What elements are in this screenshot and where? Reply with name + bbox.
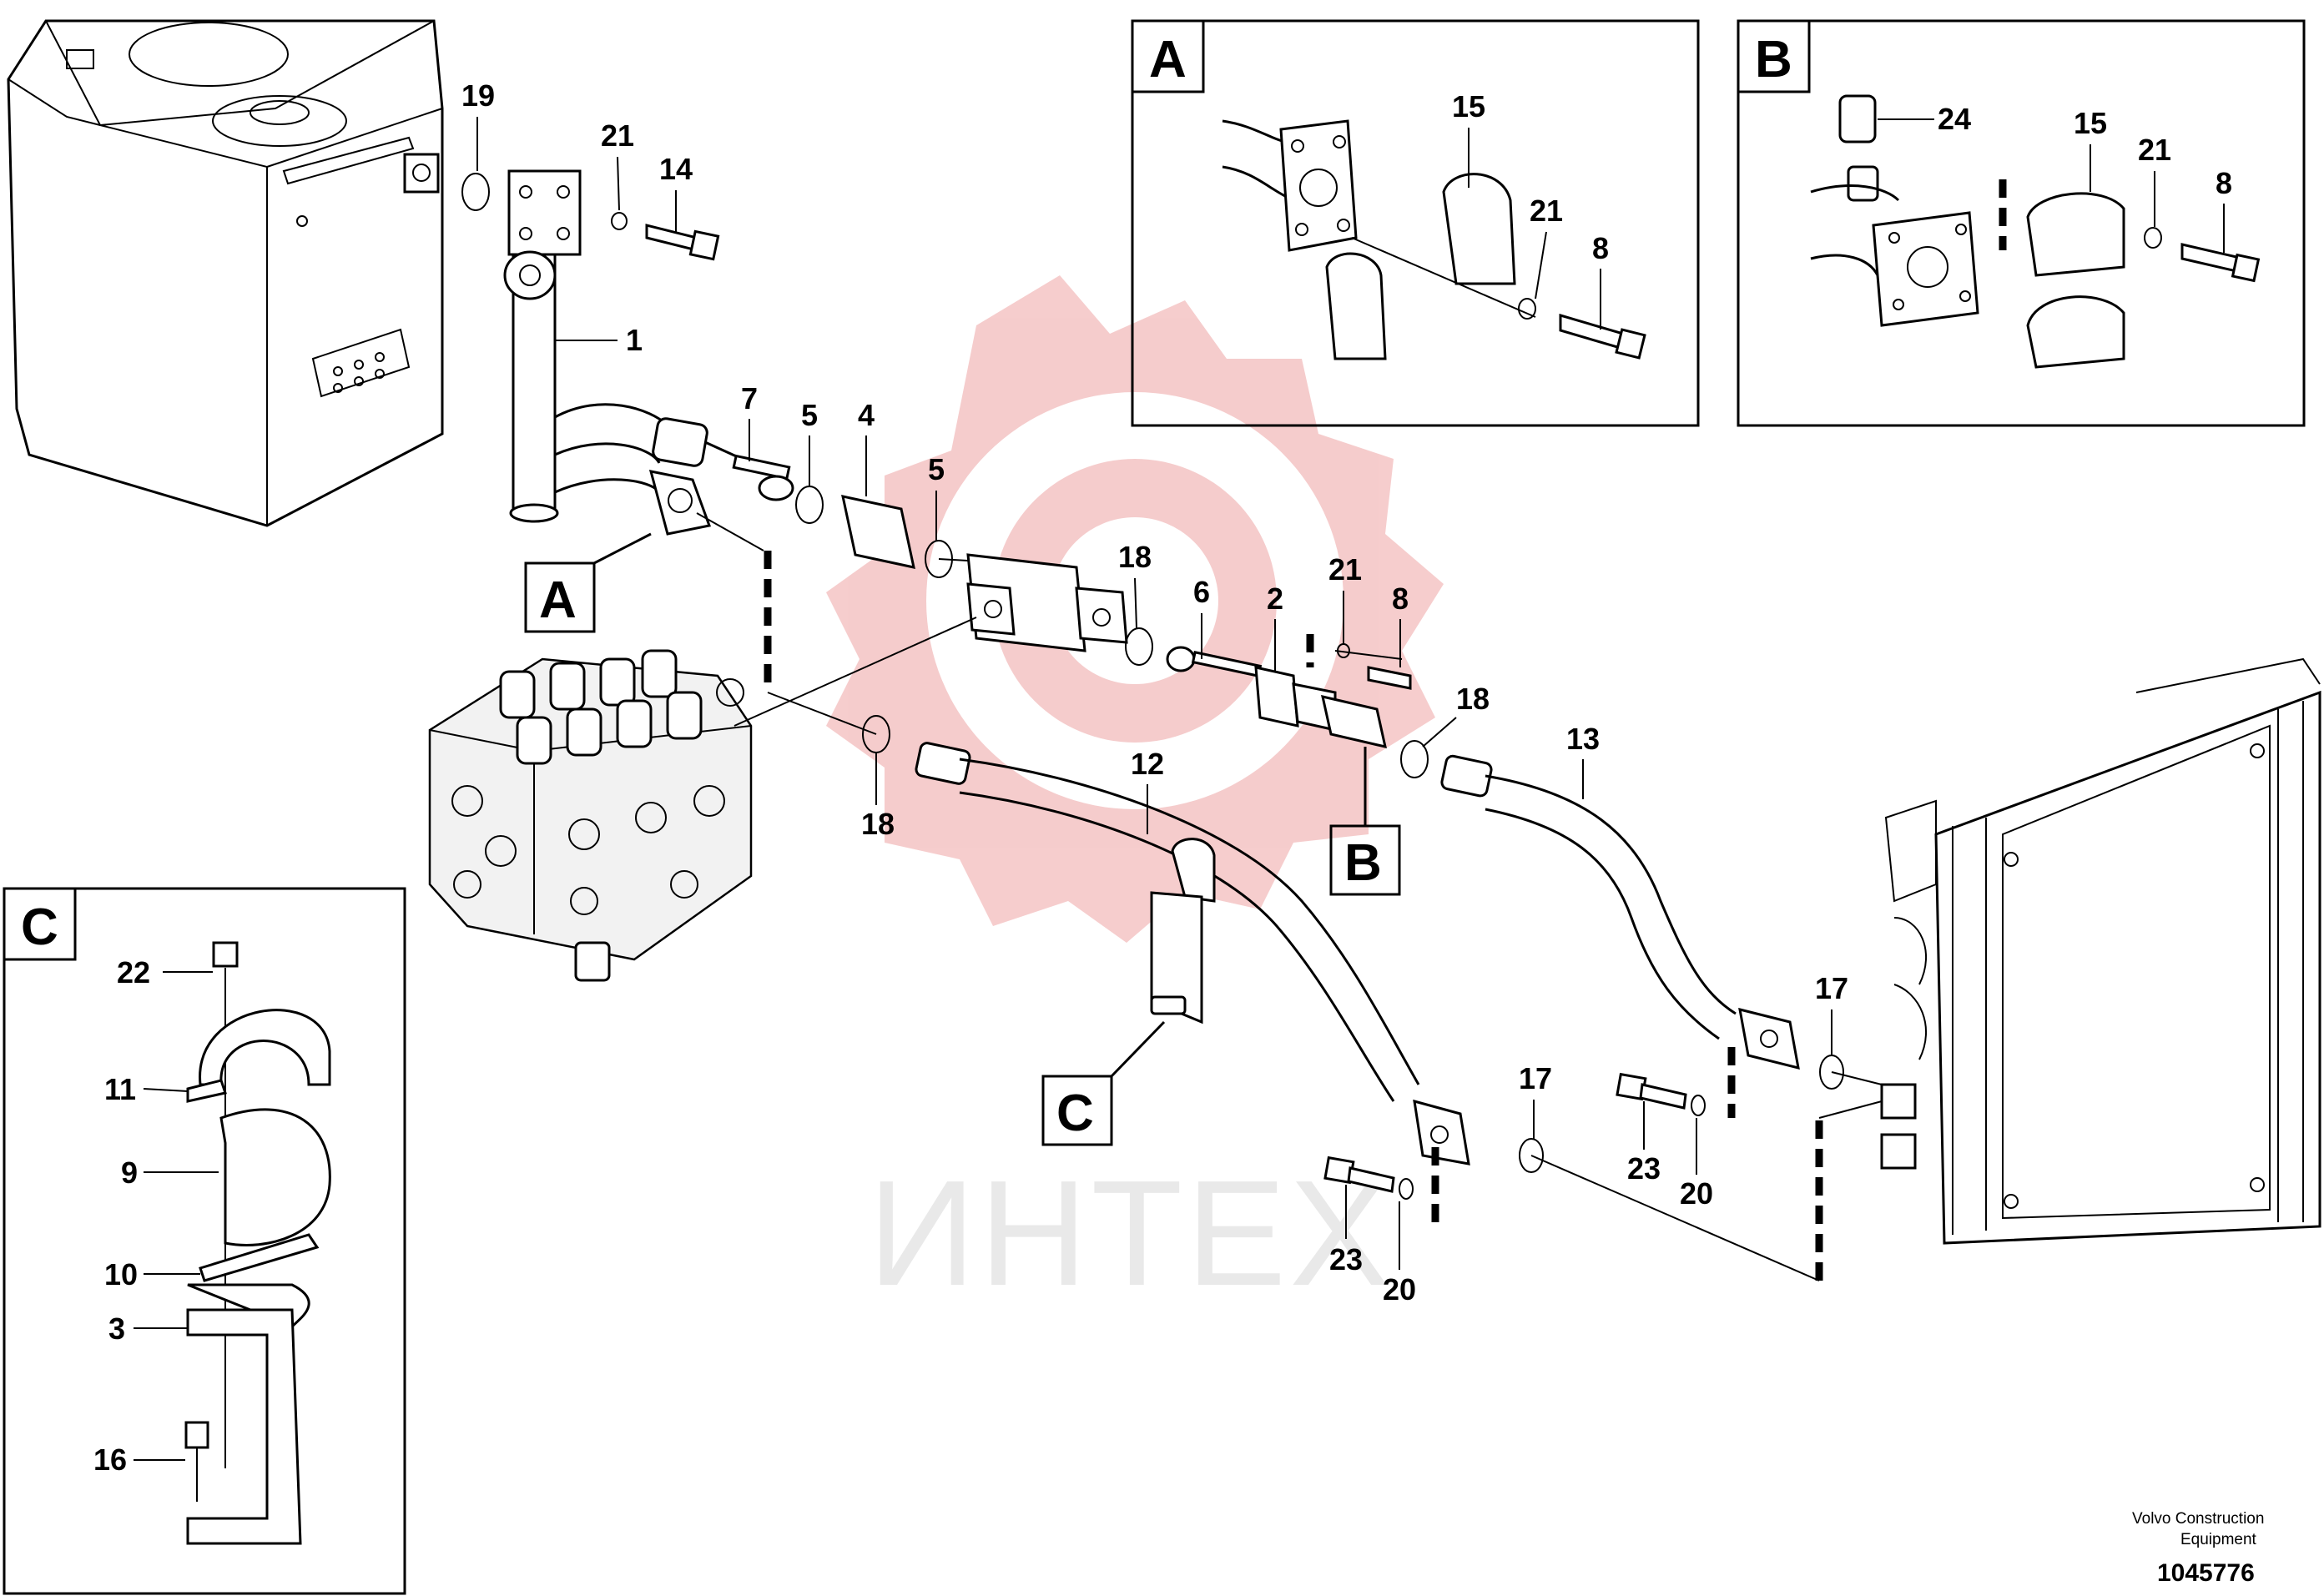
part-label-7: 7: [741, 381, 758, 415]
part-label-5b: 5: [928, 452, 945, 486]
footer: Volvo Construction Equipment 1045776: [2132, 1510, 2264, 1587]
view-c-panel: C: [3, 887, 406, 1595]
view-c-labels: 22 11 9 10 3 16: [93, 955, 219, 1477]
callout-a-letter: A: [539, 571, 577, 629]
view-a-label-15: 15: [1452, 89, 1485, 123]
view-c-letter: C: [21, 899, 58, 956]
view-c-label-16: 16: [93, 1442, 127, 1477]
hose-12: [862, 715, 1544, 1173]
part-label-21b: 21: [1328, 552, 1362, 587]
fasteners-lower: [1323, 1072, 1706, 1200]
upper-assembly: [648, 417, 1429, 778]
view-a-labels: 15 21 8: [1452, 89, 1609, 330]
hydraulic-tank: [7, 19, 444, 527]
connection-lines: [696, 512, 1883, 1281]
part-label-20a: 20: [1383, 1272, 1416, 1307]
part-label-18c: 18: [861, 807, 895, 841]
part-label-13: 13: [1566, 722, 1600, 756]
view-b-panel: B: [1737, 19, 2306, 427]
callout-c[interactable]: C: [1041, 1020, 1166, 1146]
oil-cooler: [1880, 657, 2321, 1245]
view-b-letter: B: [1755, 31, 1792, 88]
part-label-2: 2: [1267, 582, 1283, 616]
view-b-label-8: 8: [2216, 166, 2232, 200]
footer-company-line1: Volvo Construction: [2132, 1510, 2264, 1528]
part-label-17b: 17: [1815, 971, 1848, 1005]
part-label-17a: 17: [1519, 1061, 1552, 1095]
view-a-letter: A: [1149, 31, 1187, 88]
part-label-21: 21: [601, 118, 634, 153]
callout-a[interactable]: A: [524, 532, 652, 633]
callout-c-letter: C: [1056, 1085, 1094, 1142]
view-c-label-3: 3: [108, 1312, 125, 1346]
part-label-23a: 23: [1329, 1242, 1363, 1276]
part-label-18a: 18: [1118, 540, 1152, 574]
part-label-14: 14: [659, 152, 693, 186]
view-a-label-8: 8: [1592, 231, 1609, 265]
callout-b[interactable]: B: [1329, 747, 1401, 896]
footer-company-line2: Equipment: [2180, 1531, 2257, 1548]
suction-pipe: [503, 169, 669, 523]
view-c-label-9: 9: [121, 1155, 138, 1190]
view-b-label-15: 15: [2074, 106, 2107, 140]
o-ring-19: [461, 173, 490, 211]
bolt-14: [645, 224, 698, 252]
part-label-5a: 5: [801, 398, 818, 432]
view-b-labels: 24 15 21 8: [1878, 102, 2232, 253]
view-c-label-22: 22: [117, 955, 150, 989]
washer-21: [611, 212, 628, 230]
part-label-20b: 20: [1680, 1176, 1713, 1211]
part-label-8: 8: [1392, 582, 1409, 616]
part-label-19: 19: [461, 78, 495, 113]
part-label-12: 12: [1131, 747, 1164, 781]
part-label-1: 1: [626, 323, 643, 357]
view-a-label-21: 21: [1530, 194, 1563, 228]
footer-drawing-number: 1045776: [2157, 1559, 2255, 1587]
part-label-18b: 18: [1456, 682, 1490, 716]
view-c-label-10: 10: [104, 1257, 138, 1291]
part-label-23b: 23: [1627, 1151, 1661, 1186]
callout-b-letter: B: [1344, 834, 1382, 892]
hose-13: [1440, 754, 1844, 1090]
part-label-6: 6: [1193, 575, 1210, 609]
control-valve: [428, 617, 977, 982]
watermark-text: ИНТЕХ: [868, 1150, 1393, 1317]
view-c-label-11: 11: [104, 1072, 136, 1106]
view-b-label-21: 21: [2138, 133, 2171, 167]
part-labels: 19 21 14 1 7 5 4 5 18 6 2 21 8 18 18 12 …: [461, 78, 1848, 1307]
view-b-label-24: 24: [1938, 102, 1971, 136]
part-label-4: 4: [858, 398, 875, 432]
view-a-panel: A: [1131, 19, 1700, 427]
